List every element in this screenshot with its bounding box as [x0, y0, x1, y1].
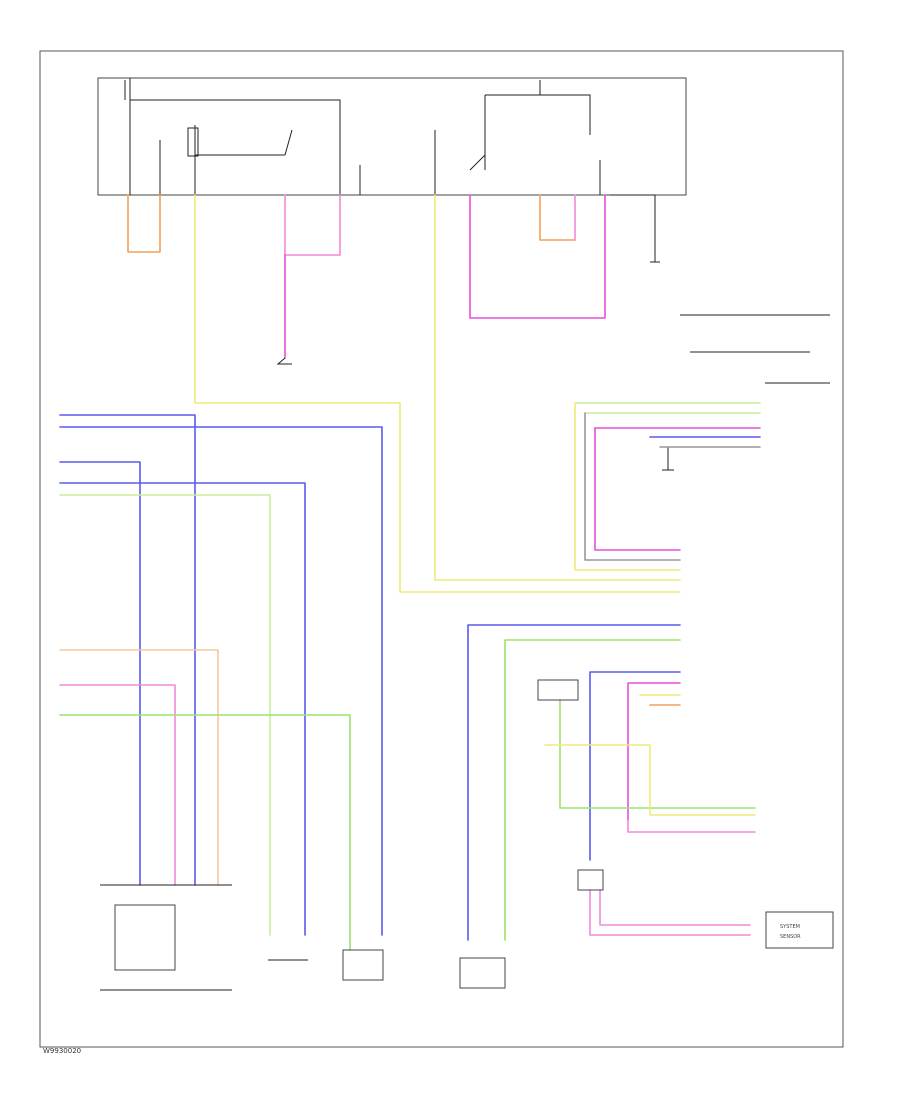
grey-wires-right-top	[610, 194, 830, 384]
diagram-reference: W9930020	[43, 1047, 81, 1055]
control-module-small	[537, 679, 579, 701]
orange-wires-top	[127, 194, 161, 253]
lower-middle-wires	[467, 624, 756, 941]
solenoid-box-2	[459, 957, 506, 989]
solenoid-box-1	[342, 949, 384, 981]
module-box-top	[97, 77, 687, 196]
orange-pink-wires-top-right	[539, 194, 576, 241]
diagram-frame	[39, 50, 844, 1048]
pink-wires-top	[284, 194, 606, 359]
legend-box: SYSTEM SENSOR	[765, 911, 834, 949]
right-connector-bundle	[574, 402, 761, 571]
legend-box-line2: SENSOR	[780, 934, 801, 940]
inline-connector	[577, 869, 604, 891]
bottom-components	[100, 679, 604, 991]
left-signal-wires	[59, 414, 383, 951]
sensor-block-left	[114, 904, 176, 971]
yellow-trunk	[194, 194, 681, 593]
ground-symbols	[276, 200, 674, 471]
module-internal-circuits	[124, 78, 601, 195]
legend-box-line1: SYSTEM	[780, 924, 800, 930]
